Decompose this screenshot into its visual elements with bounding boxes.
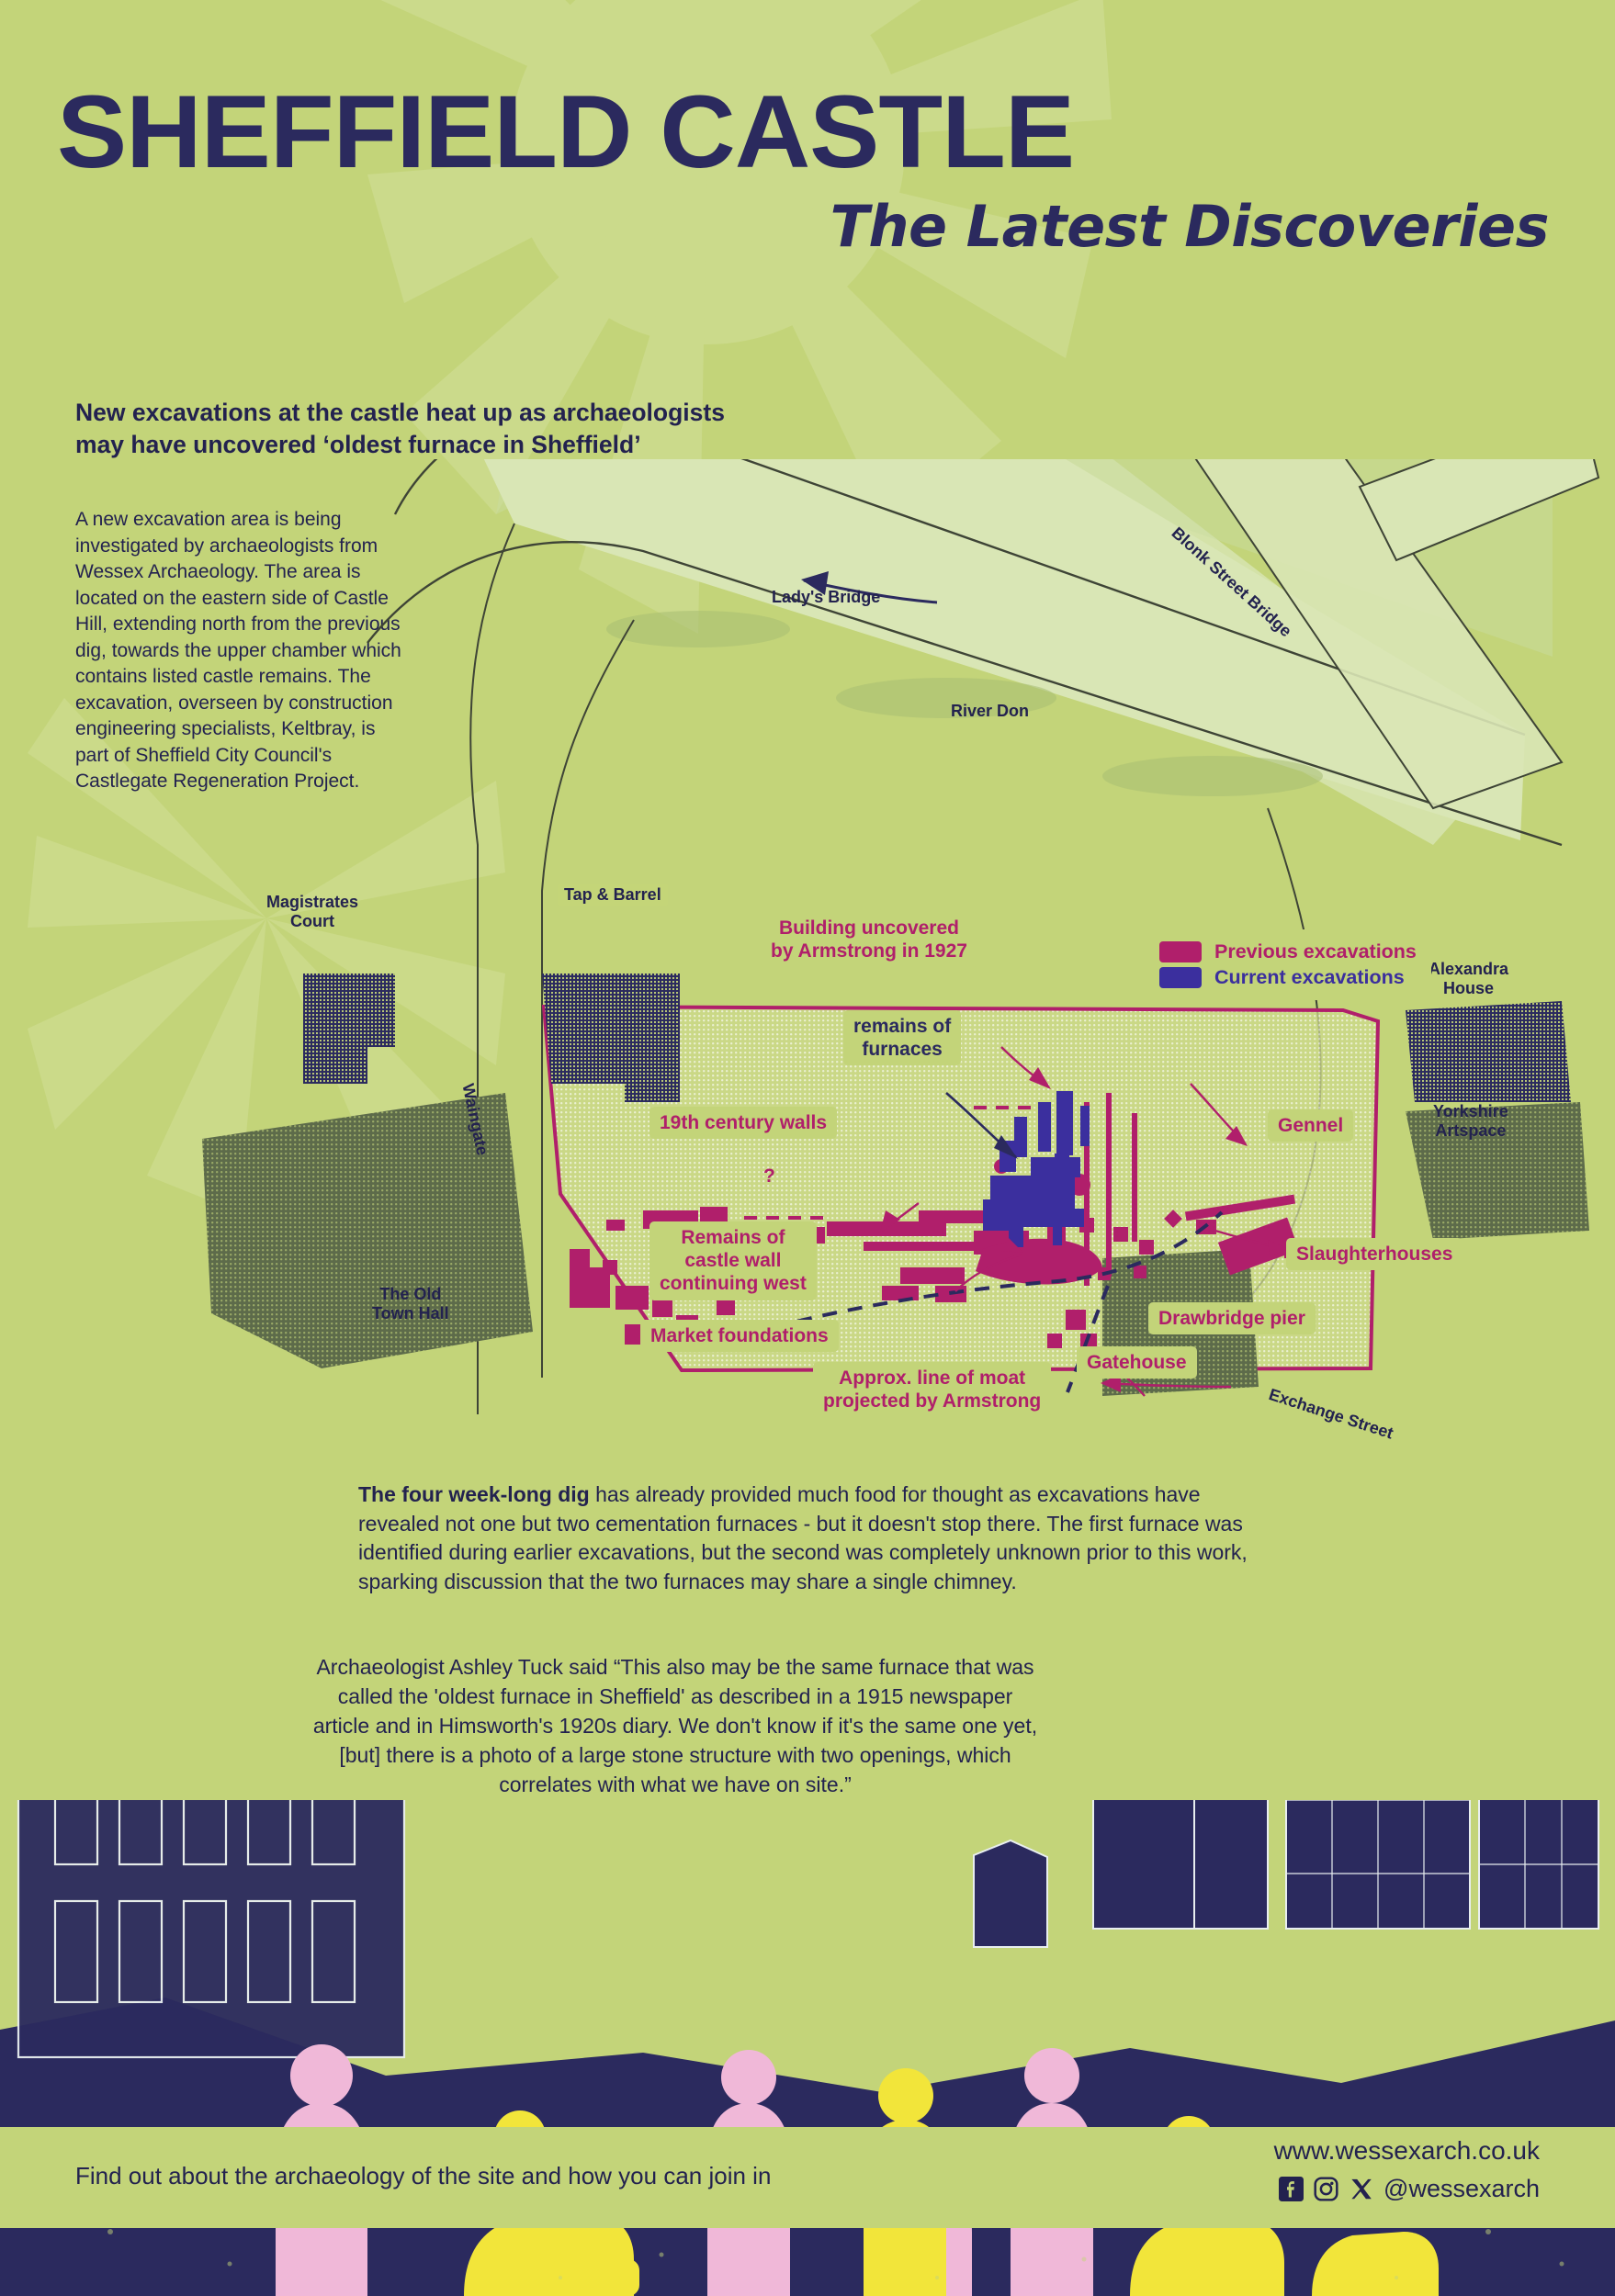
callout-remains-of-castle-wall: Remains of castle wall continuing west bbox=[649, 1221, 817, 1300]
callout-market-foundations: Market foundations bbox=[640, 1320, 839, 1353]
callout-gatehouse: Gatehouse bbox=[1077, 1346, 1197, 1379]
footer-handle[interactable]: @wessexarch bbox=[1383, 2175, 1540, 2202]
callout-building-uncovered-by-armstrong: Building uncovered by Armstrong in 1927 bbox=[761, 912, 977, 968]
callout-remains-of-furnaces: remains of furnaces bbox=[843, 1010, 962, 1066]
footer-url[interactable]: www.wessexarch.co.uk bbox=[1273, 2136, 1540, 2165]
moat-line bbox=[697, 1210, 1224, 1393]
article-body-text: has already provided much food for thoug… bbox=[358, 1482, 1248, 1593]
instagram-icon[interactable] bbox=[1314, 2177, 1338, 2201]
map-label-yorkshire-artspace: Yorkshire Artspace bbox=[1433, 1102, 1508, 1140]
callout-question-mark: ? bbox=[763, 1165, 775, 1187]
page-title: SHEFFIELD CASTLE bbox=[57, 74, 1075, 189]
current-excavation-features bbox=[983, 1091, 1090, 1247]
map-label-ladys-bridge: Lady's Bridge bbox=[772, 588, 881, 606]
site-map bbox=[0, 459, 1615, 1469]
yorkshire-artspace-building bbox=[1406, 1102, 1589, 1240]
ladys-bridge-arrow bbox=[801, 571, 938, 604]
tap-and-barrel-building bbox=[542, 974, 680, 1102]
intro-paragraph: A new excavation area is being investiga… bbox=[75, 509, 401, 793]
callout-drawbridge-pier: Drawbridge pier bbox=[1148, 1302, 1316, 1335]
map-label-tap-and-barrel: Tap & Barrel bbox=[558, 884, 668, 906]
callout-gennel: Gennel bbox=[1268, 1109, 1354, 1142]
map-label-magistrates-court: Magistrates Court bbox=[266, 893, 359, 930]
modern-buildings-illustration bbox=[1285, 1800, 1599, 1930]
legend-item-current: Current excavations bbox=[1159, 966, 1417, 989]
old-town-hall-building bbox=[202, 1093, 533, 1368]
x-twitter-icon[interactable] bbox=[1349, 2177, 1373, 2201]
magistrates-court-building bbox=[303, 974, 395, 1084]
callout-19th-century-walls: 19th century walls bbox=[649, 1107, 838, 1140]
legend-swatch-current bbox=[1159, 967, 1202, 988]
town-hall-illustration bbox=[17, 1800, 406, 2059]
conjectured-wall-lines bbox=[744, 1106, 1038, 1244]
footer-cta: Find out about the archaeology of the si… bbox=[75, 2162, 772, 2189]
footer-bar: Find out about the archaeology of the si… bbox=[0, 2127, 1615, 2228]
page-subtitle: The Latest Discoveries bbox=[830, 193, 1550, 260]
legend-label-current: Current excavations bbox=[1214, 966, 1405, 988]
map-label-river-don: River Don bbox=[951, 702, 1030, 720]
legend-item-previous: Previous excavations bbox=[1159, 940, 1417, 963]
article-lead-bold: The four week-long dig bbox=[358, 1482, 590, 1506]
legend-label-previous: Previous excavations bbox=[1214, 940, 1417, 962]
map-graphic bbox=[202, 459, 1600, 1414]
legend-swatch-previous bbox=[1159, 941, 1202, 962]
map-label-alexandra-house: Alexandra House bbox=[1429, 960, 1509, 997]
callout-approx-line-of-moat: Approx. line of moat projected by Armstr… bbox=[813, 1362, 1052, 1418]
ruins-illustration bbox=[973, 1800, 1269, 1948]
map-label-old-town-hall: The Old Town Hall bbox=[372, 1285, 449, 1322]
callout-slaughterhouses: Slaughterhouses bbox=[1286, 1238, 1463, 1271]
facebook-icon[interactable] bbox=[1279, 2177, 1304, 2201]
article-body: The four week-long dig has already provi… bbox=[358, 1480, 1286, 1596]
footer-social: @wessexarch bbox=[1279, 2175, 1540, 2203]
headline: New excavations at the castle heat up as… bbox=[75, 399, 725, 458]
map-legend: Previous excavations Current excavations bbox=[1148, 929, 1431, 1000]
alexandra-house-building bbox=[1406, 1001, 1571, 1102]
article-quote: Archaeologist Ashley Tuck said “This als… bbox=[312, 1655, 1038, 1796]
